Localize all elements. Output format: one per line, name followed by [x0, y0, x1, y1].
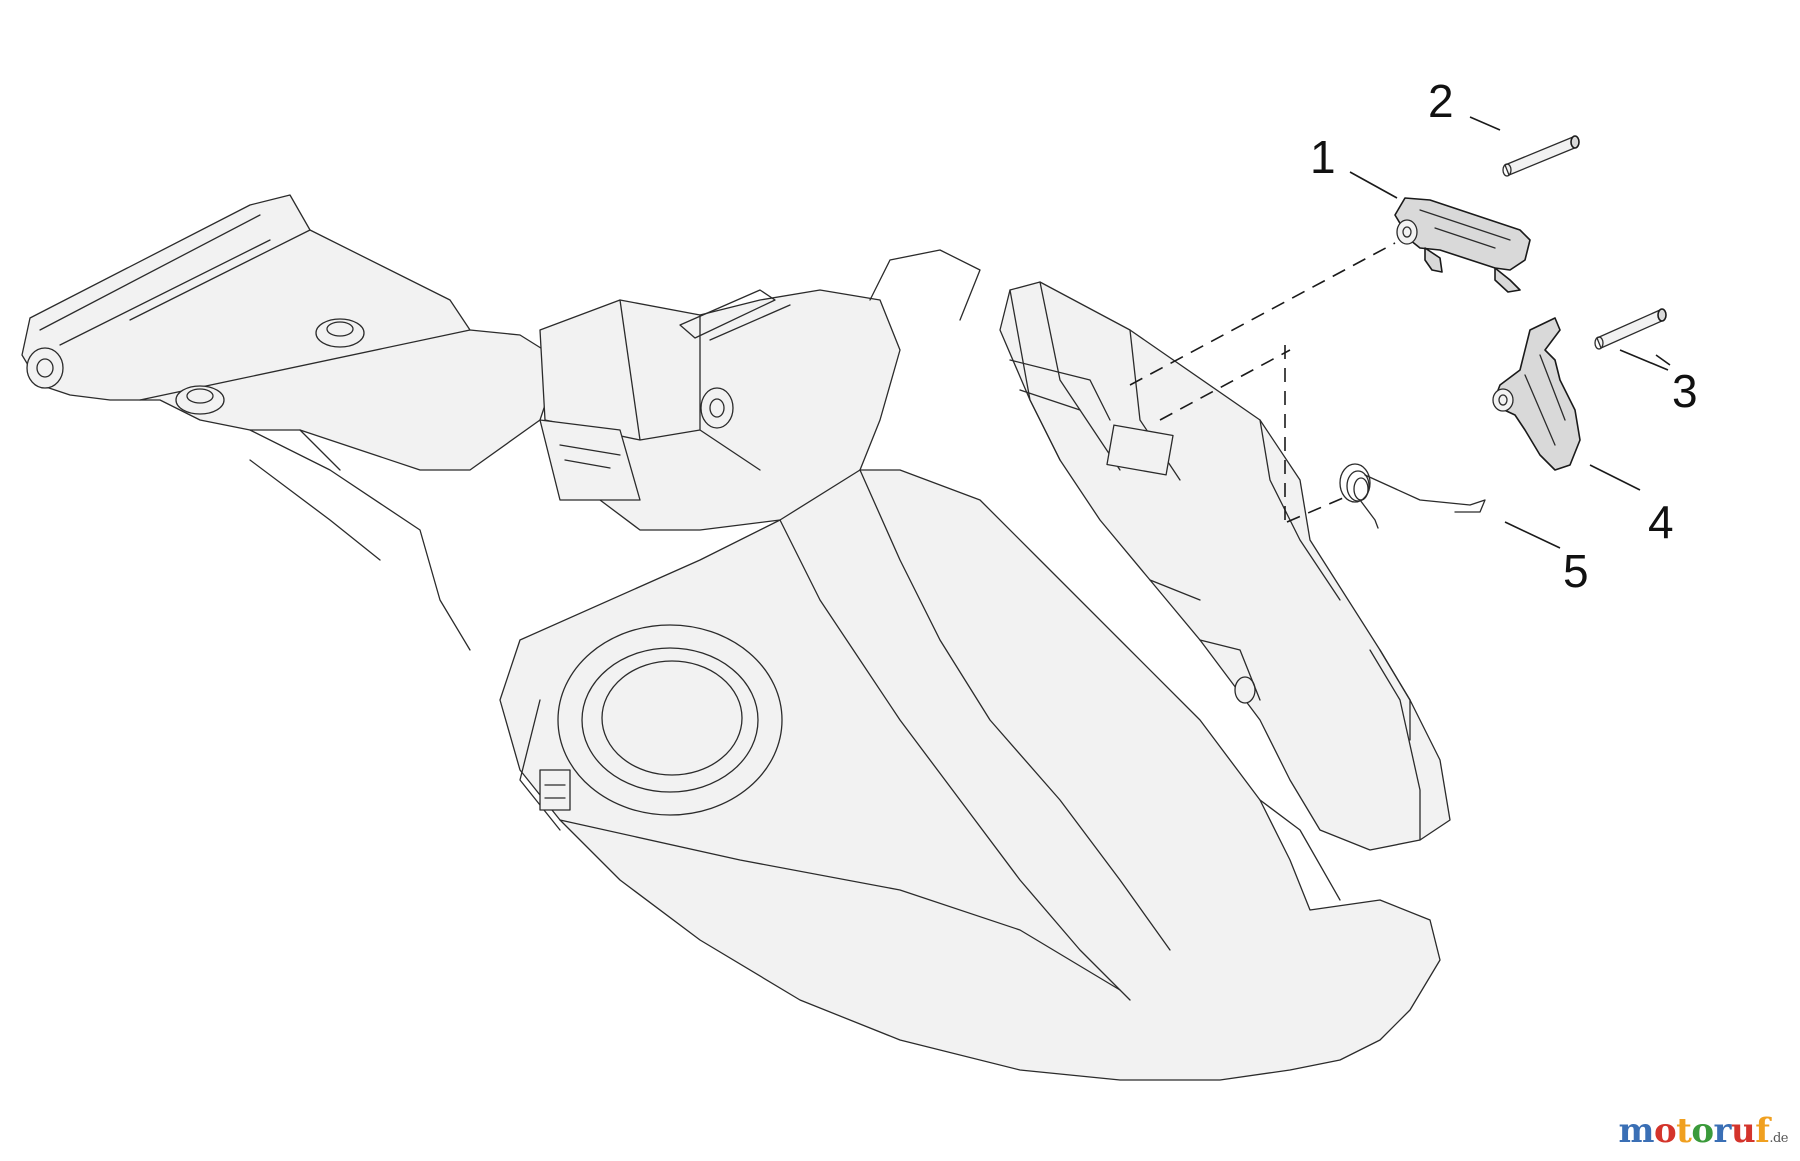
callout-1: 1	[1310, 131, 1336, 183]
brand-wordmark: motoruf	[1618, 1111, 1769, 1151]
callout-5: 5	[1563, 545, 1589, 597]
brand-letter: o	[1691, 1111, 1714, 1151]
label-plate	[539, 419, 641, 501]
housing-main-body	[499, 469, 1441, 1081]
brand-letter: t	[1676, 1111, 1692, 1151]
part-pin-upper	[1502, 135, 1580, 177]
callout-3: 3	[1672, 365, 1698, 417]
part-pin-lower	[1594, 308, 1667, 350]
leader-lines	[1349, 116, 1671, 549]
grommet-left	[175, 385, 225, 415]
part-lever	[1394, 197, 1531, 293]
housing-rear-arm	[21, 194, 561, 471]
grommet-right	[315, 318, 365, 348]
air-intake-ring	[557, 624, 783, 816]
callout-2: 2	[1428, 75, 1454, 127]
brand-letter: m	[1618, 1111, 1654, 1151]
assembly-guide-lines	[1129, 242, 1396, 523]
part-spring	[1339, 463, 1486, 529]
part-trigger	[1492, 317, 1581, 471]
callout-4: 4	[1648, 496, 1674, 548]
brand-logo: motoruf.de	[1618, 1111, 1788, 1151]
brand-letter: o	[1653, 1111, 1677, 1151]
housing-rear-box	[999, 281, 1451, 851]
brand-letter: f	[1755, 1111, 1770, 1151]
housing-body	[21, 194, 1451, 1081]
small-label-box	[539, 769, 571, 811]
brand-letter: u	[1730, 1111, 1756, 1151]
brand-suffix: .de	[1769, 1131, 1788, 1146]
brand-letter: r	[1713, 1111, 1732, 1151]
